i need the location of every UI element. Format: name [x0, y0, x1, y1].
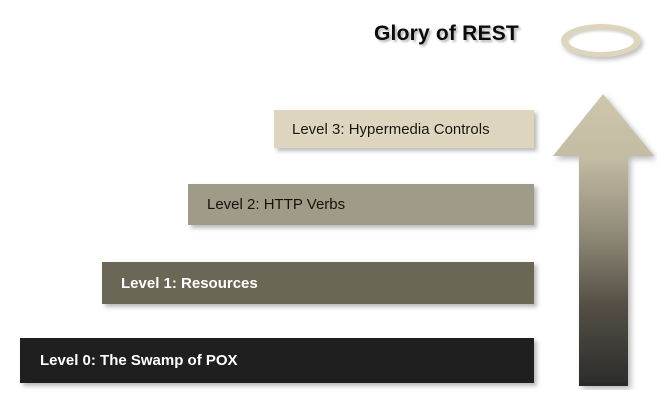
level-1-bar: Level 1: Resources [102, 262, 534, 304]
level-2-bar: Level 2: HTTP Verbs [188, 184, 534, 225]
level-3-bar: Level 3: Hypermedia Controls [274, 110, 534, 148]
glory-of-rest-title: Glory of REST [374, 22, 519, 45]
halo-ring-icon [561, 24, 641, 57]
level-0-bar: Level 0: The Swamp of POX [20, 338, 534, 383]
level-1-label: Level 1: Resources [121, 274, 258, 292]
level-2-label: Level 2: HTTP Verbs [207, 196, 346, 213]
level-3-label: Level 3: Hypermedia Controls [292, 120, 490, 138]
level-0-label: Level 0: The Swamp of POX [40, 352, 238, 369]
halo-ring-inner [568, 29, 634, 52]
up-arrow-icon [551, 90, 657, 390]
